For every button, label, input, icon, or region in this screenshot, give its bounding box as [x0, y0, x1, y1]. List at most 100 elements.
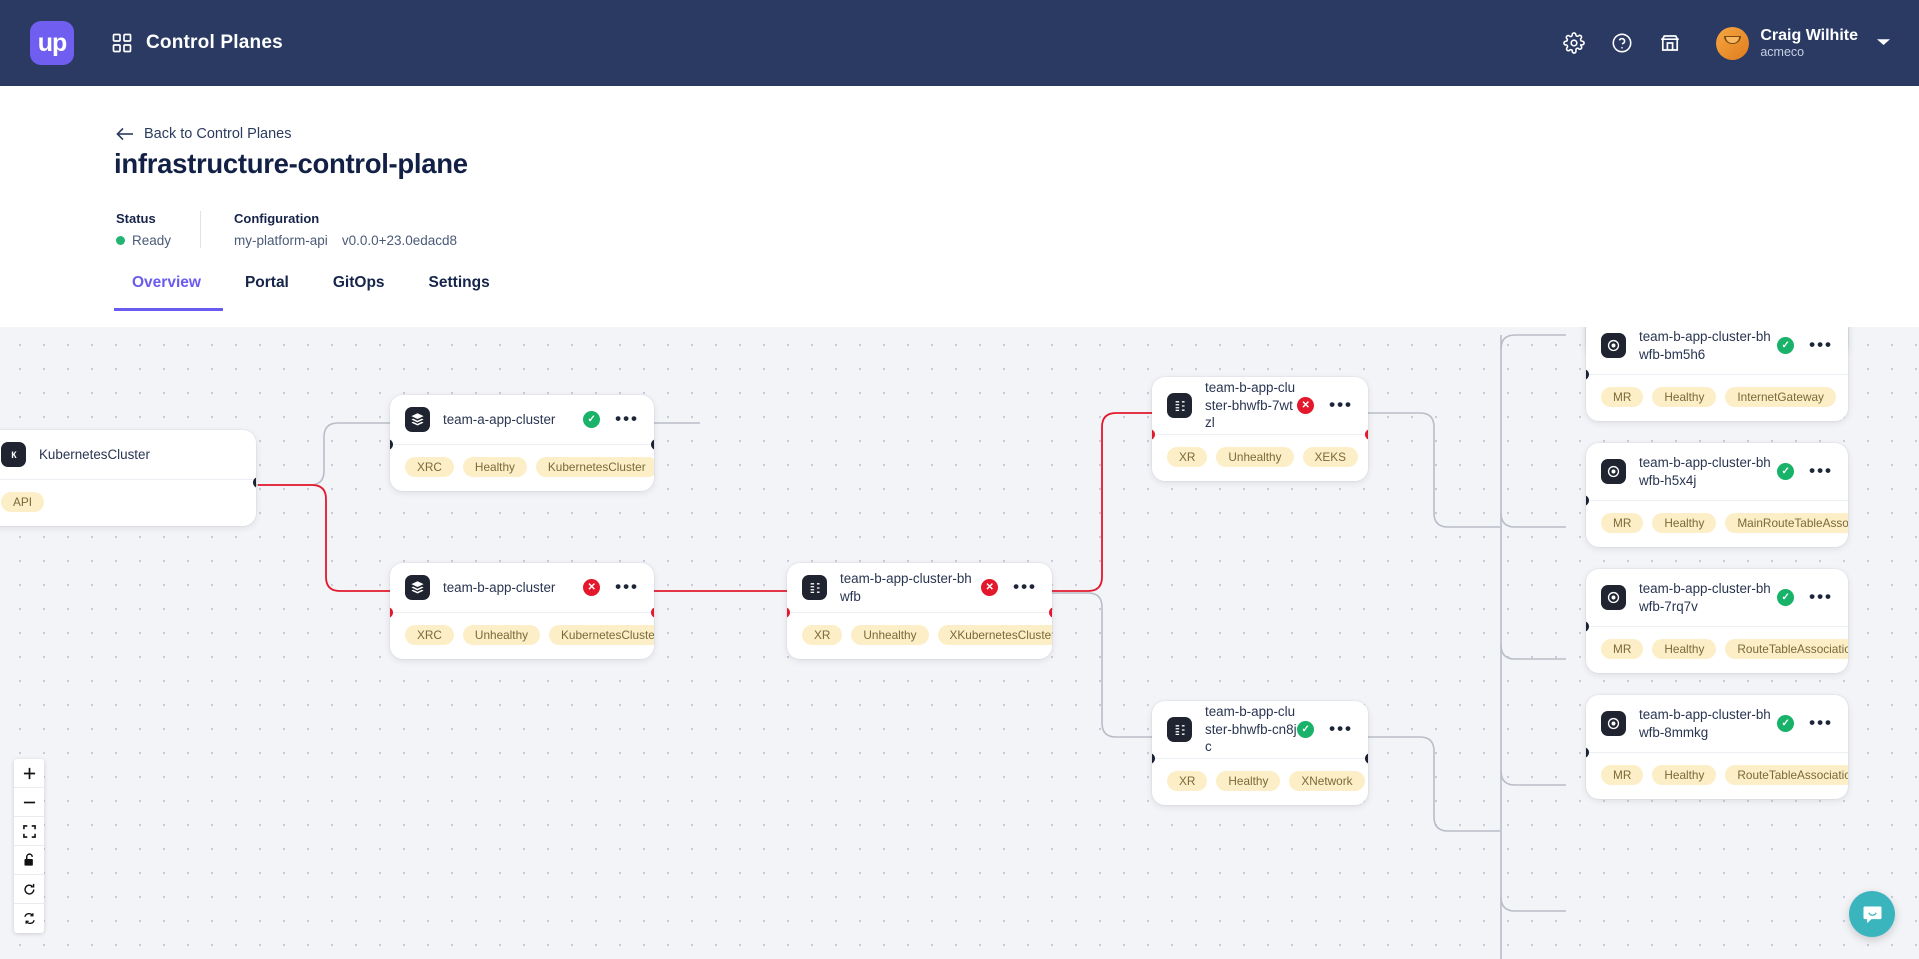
status-badge: Ready	[116, 233, 171, 248]
node-title: team-b-app-cluster	[443, 579, 556, 595]
avatar[interactable]	[1716, 26, 1750, 60]
tag: Healthy	[1216, 771, 1281, 791]
node-tags: XR Healthy XNetwork	[1152, 759, 1368, 805]
node-menu-button[interactable]: •••	[1809, 461, 1833, 481]
composite-icon	[802, 575, 827, 600]
graph-node-team-b-app-cluster-bhwfb-7rq7v[interactable]: team-b-app-cluster-bhwfb-7rq7v ✓ ••• MR …	[1586, 569, 1848, 673]
node-header: K KubernetesCluster	[0, 430, 256, 480]
tag: KubernetesCluster	[535, 457, 654, 477]
node-header: team-a-app-cluster ✓ •••	[390, 395, 654, 445]
configuration-version: v0.0.0+23.0edacd8	[341, 233, 458, 248]
node-tags: XR Unhealthy XEKS	[1152, 435, 1368, 481]
status-label: Status	[116, 211, 156, 226]
chat-bubble-icon[interactable]	[1849, 891, 1895, 937]
node-title: team-a-app-cluster	[443, 411, 556, 427]
status-dot-icon	[116, 236, 125, 245]
reset-button[interactable]	[14, 875, 44, 904]
grid-icon[interactable]	[112, 33, 132, 53]
node-title: team-b-app-cluster-bhwfb-7wtzl	[1205, 379, 1296, 431]
status-icon-healthy: ✓	[583, 411, 601, 428]
tag: XRC	[405, 625, 454, 645]
user-org: acmeco	[1760, 45, 1805, 59]
topbar-actions: Craig Wilhite acmeco	[1550, 19, 1891, 67]
graph-node-team-b-app-cluster-bhwfb-bm5h6[interactable]: team-b-app-cluster-bhwfb-bm5h6 ✓ ••• MR …	[1586, 327, 1848, 421]
sync-button[interactable]	[14, 904, 44, 933]
tab-gitops[interactable]: GitOps	[332, 274, 385, 291]
status-block: Status Ready	[116, 211, 171, 248]
kubernetes-icon: K	[1, 442, 26, 467]
tab-settings[interactable]: Settings	[428, 274, 490, 291]
tag: RouteTableAssociation	[1725, 639, 1848, 659]
node-tags: XRC Healthy KubernetesCluster	[390, 445, 654, 491]
lock-button[interactable]	[14, 846, 44, 875]
node-title: team-b-app-cluster-bhwfb-h5x4j	[1639, 454, 1771, 488]
tag: MR	[1601, 387, 1644, 407]
resource-graph-canvas[interactable]: K KubernetesCluster API team-a-app-clust…	[0, 327, 1919, 959]
node-handle-right[interactable]	[1049, 607, 1052, 618]
arrow-left-icon	[116, 127, 133, 141]
tab-bar: Overview Portal GitOps Settings	[114, 274, 512, 311]
node-title: team-b-app-cluster-bhwfb-8mmkg	[1639, 706, 1771, 740]
graph-node-team-b-app-cluster[interactable]: team-b-app-cluster ✕ ••• XRC Unhealthy K…	[390, 563, 654, 659]
node-menu-button[interactable]: •••	[1329, 719, 1353, 739]
upbound-logo[interactable]: up	[30, 21, 74, 65]
tag: XKubernetesCluster	[937, 625, 1052, 645]
node-header: team-b-app-cluster ✕ •••	[390, 563, 654, 613]
node-header: team-b-app-cluster-bhwfb-bm5h6 ✓ •••	[1586, 327, 1848, 375]
node-handle-right[interactable]	[1365, 429, 1368, 440]
node-menu-button[interactable]: •••	[1329, 395, 1353, 415]
tag: Unhealthy	[1216, 447, 1294, 467]
graph-node-team-b-app-cluster-bhwfb-h5x4j[interactable]: team-b-app-cluster-bhwfb-h5x4j ✓ ••• MR …	[1586, 443, 1848, 547]
graph-node-team-b-app-cluster-bhwfb-8mmkg[interactable]: team-b-app-cluster-bhwfb-8mmkg ✓ ••• MR …	[1586, 695, 1848, 799]
node-tags: MR Healthy RouteTableAssociation	[1586, 627, 1848, 673]
graph-node-kubernetescluster[interactable]: K KubernetesCluster API	[0, 430, 256, 526]
nav-title[interactable]: Control Planes	[146, 32, 283, 53]
zoom-out-button[interactable]	[14, 788, 44, 817]
status-icon-healthy: ✓	[1777, 337, 1795, 354]
node-tags: API	[0, 480, 256, 526]
node-header: team-b-app-cluster-bhwfb-7wtzl ✕ •••	[1152, 377, 1368, 435]
graph-node-team-b-app-cluster-bhwfb-cn8jc[interactable]: team-b-app-cluster-bhwfb-cn8jc ✓ ••• XR …	[1152, 701, 1368, 805]
graph-node-team-b-app-cluster-bhwfb-7wtzl[interactable]: team-b-app-cluster-bhwfb-7wtzl ✕ ••• XR …	[1152, 377, 1368, 481]
tag: MainRouteTableAssociation	[1725, 513, 1848, 533]
node-menu-button[interactable]: •••	[1013, 577, 1037, 597]
marketplace-icon[interactable]	[1646, 19, 1694, 67]
tag: Healthy	[1652, 513, 1717, 533]
node-handle-right[interactable]	[651, 439, 654, 450]
tag: XEKS	[1302, 447, 1358, 467]
tag: RouteTableAssociation	[1725, 765, 1848, 785]
tag: XR	[1167, 447, 1208, 467]
node-handle-right[interactable]	[253, 477, 256, 488]
page-title: infrastructure-control-plane	[114, 148, 468, 179]
node-menu-button[interactable]: •••	[615, 577, 639, 597]
fit-view-button[interactable]	[14, 817, 44, 846]
graph-node-team-b-app-cluster-bhwfb[interactable]: team-b-app-cluster-bhwfb ✕ ••• XR Unheal…	[787, 563, 1052, 659]
graph-node-team-a-app-cluster[interactable]: team-a-app-cluster ✓ ••• XRC Healthy Kub…	[390, 395, 654, 491]
gear-icon[interactable]	[1550, 19, 1598, 67]
help-circle-icon[interactable]	[1598, 19, 1646, 67]
node-tags: MR Healthy InternetGateway	[1586, 375, 1848, 421]
node-menu-button[interactable]: •••	[1809, 335, 1833, 355]
tag: InternetGateway	[1725, 387, 1836, 407]
back-to-control-planes-link[interactable]: Back to Control Planes	[116, 126, 292, 142]
managed-resource-icon	[1601, 711, 1626, 736]
managed-resource-icon	[1601, 585, 1626, 610]
tag: MR	[1601, 765, 1644, 785]
node-title: team-b-app-cluster-bhwfb-cn8jc	[1205, 703, 1297, 755]
logo-text: up	[37, 28, 68, 57]
node-header: team-b-app-cluster-bhwfb-7rq7v ✓ •••	[1586, 569, 1848, 627]
node-handle-right[interactable]	[651, 607, 654, 618]
tab-overview[interactable]: Overview	[114, 274, 223, 311]
user-block[interactable]: Craig Wilhite acmeco	[1760, 27, 1858, 60]
chevron-down-icon[interactable]	[1876, 34, 1891, 52]
tab-portal[interactable]: Portal	[244, 274, 289, 291]
status-icon-healthy: ✓	[1297, 721, 1315, 738]
tag: XNetwork	[1289, 771, 1365, 791]
node-menu-button[interactable]: •••	[1809, 713, 1833, 733]
node-handle-right[interactable]	[1365, 753, 1368, 764]
composite-icon	[1167, 717, 1192, 742]
node-menu-button[interactable]: •••	[615, 409, 639, 429]
node-menu-button[interactable]: •••	[1809, 587, 1833, 607]
zoom-in-button[interactable]	[14, 759, 44, 788]
node-header: team-b-app-cluster-bhwfb ✕ •••	[787, 563, 1052, 613]
